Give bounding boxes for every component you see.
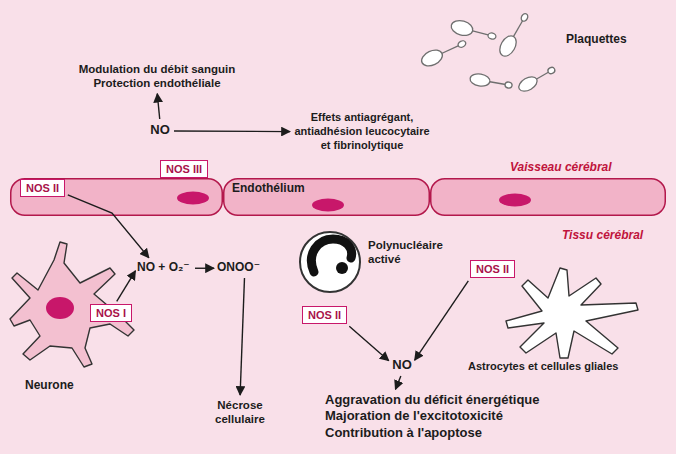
molecule-text: NO — [391, 357, 413, 373]
enzyme-label: NOS III — [166, 162, 202, 176]
effect-label: ONOO⁻ — [217, 260, 263, 275]
effect-text: Modulation du débit sanguin Protection e… — [67, 62, 247, 91]
effect-label: Aggravation du déficit énergétique Major… — [325, 392, 556, 441]
enzyme-label: NOS II — [308, 308, 341, 322]
molecule-text: NO — [149, 122, 171, 138]
molecule-text: NO + O₂⁻ — [137, 260, 192, 275]
figure-label: Plaquettes — [566, 32, 627, 46]
neuron-cell: Neurone NOS I — [10, 238, 135, 398]
effect-label: NO — [391, 357, 413, 373]
effect-text: Aggravation du déficit énergétique Major… — [325, 392, 556, 441]
enzyme-box: NOS I — [90, 304, 132, 322]
reaction-arrow — [157, 94, 159, 119]
enzyme-box: NOS II — [302, 306, 347, 324]
molecule-text: ONOO⁻ — [217, 260, 263, 275]
endothelium-band: EndothéliumNOS IINOS III — [10, 178, 666, 216]
reaction-arrow — [195, 268, 214, 269]
band-shape — [10, 178, 666, 216]
region-label: Tissu cérébral — [562, 228, 643, 242]
reaction-arrow — [349, 326, 388, 360]
effect-text: Effets antiagrégant, antiadhésion leucoc… — [293, 111, 431, 152]
effect-label: Nécrose cellulaire — [209, 398, 271, 427]
reaction-arrow — [117, 271, 136, 302]
cell-label: Endothélium — [232, 181, 305, 196]
reaction-arrow — [395, 376, 400, 389]
enzyme-label: NOS I — [96, 306, 126, 320]
reaction-arrow — [68, 195, 149, 258]
enzyme-label: NOS II — [26, 181, 59, 195]
reaction-arrow — [415, 281, 469, 360]
effect-label: NO + O₂⁻ — [137, 260, 192, 275]
reaction-arrow — [240, 278, 244, 395]
effect-label: NO — [149, 122, 171, 138]
cell-label: Astrocytes et cellules gliales — [468, 360, 618, 374]
enzyme-label: NOS II — [476, 262, 509, 276]
enzyme-box: NOS II — [20, 179, 65, 197]
effect-text: Nécrose cellulaire — [209, 398, 271, 427]
astrocyte-cell: Astrocytes et cellules gliales NOS II — [468, 258, 658, 383]
region-label: Vaisseau cérébral — [510, 160, 612, 174]
effect-label: Modulation du débit sanguin Protection e… — [67, 62, 247, 91]
effect-label: Effets antiagrégant, antiadhésion leucoc… — [293, 111, 431, 152]
enzyme-box: NOS III — [160, 160, 208, 178]
reaction-arrow — [174, 130, 290, 132]
cell-label: Neurone — [25, 378, 74, 393]
enzyme-box: NOS II — [470, 260, 515, 278]
leukocyte-cell: Polynucléaire activéNOS II — [296, 226, 446, 326]
cell-label: Polynucléaire activé — [368, 238, 450, 267]
